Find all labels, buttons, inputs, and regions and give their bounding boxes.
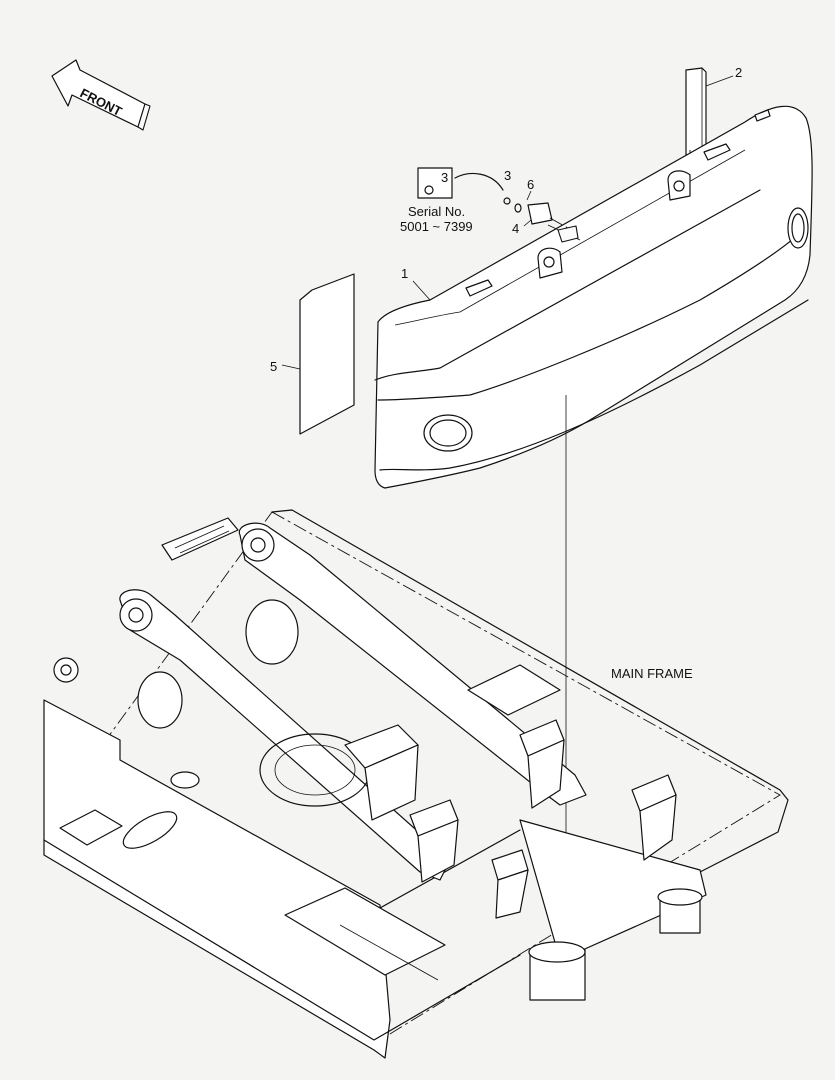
callout-3: 3 [504,168,511,183]
bracket-hardware [503,190,579,243]
callout-2: 2 [735,65,742,80]
callout-4: 4 [512,221,519,236]
part-5-plate [281,273,355,435]
callout-5: 5 [270,359,277,374]
callout-1: 1 [401,266,408,281]
part-1-counterweight [374,105,813,489]
main-frame-label: MAIN FRAME [611,666,693,681]
front-arrow: FRONT [51,59,151,131]
serial-label-line2: 5001 ~ 7399 [400,219,473,234]
callout-6: 6 [527,177,534,192]
serial-inset: Serial No. 5001 ~ 7399 [400,167,504,234]
serial-label-line1: Serial No. [408,204,465,219]
callout-3-box: 3 [441,170,448,185]
main-frame [43,509,789,1059]
